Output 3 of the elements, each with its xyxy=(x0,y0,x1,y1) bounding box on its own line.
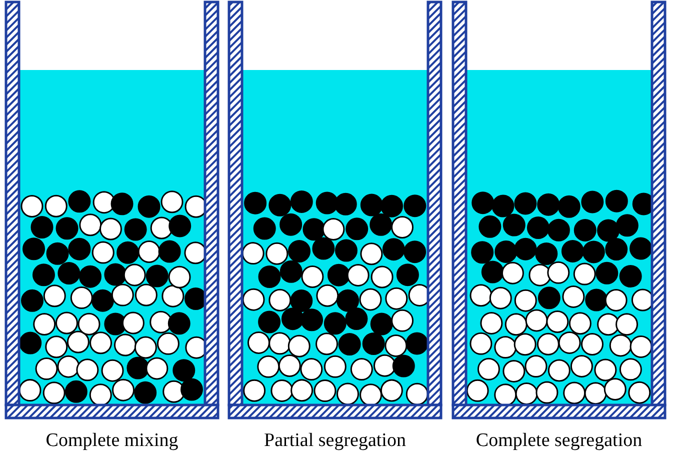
caption: Complete segregation xyxy=(474,430,644,452)
caption: Partial segregation xyxy=(263,430,407,452)
caption: Complete mixing xyxy=(44,430,180,452)
